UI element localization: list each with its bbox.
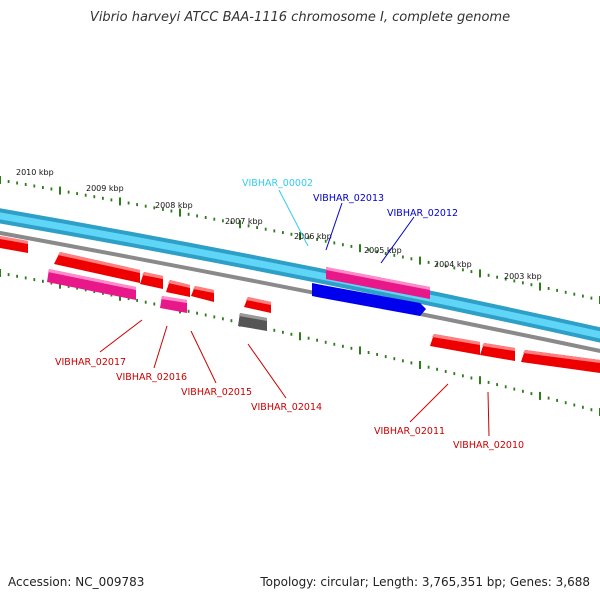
gene-feature-highlight bbox=[239, 313, 267, 321]
label-leader-lines bbox=[99, 189, 490, 437]
gene-feature-highlight bbox=[193, 286, 214, 293]
backbone-inner-band bbox=[0, 212, 600, 339]
leader-line bbox=[487, 391, 490, 437]
leader-line bbox=[153, 325, 168, 369]
kbp-label: 2004 kbp bbox=[434, 260, 472, 269]
gene-label[interactable]: VIBHAR_02010 bbox=[453, 440, 524, 451]
gene-feature-blue-small[interactable] bbox=[312, 283, 322, 298]
leader-line bbox=[99, 319, 143, 353]
gene-label[interactable]: VIBHAR_02015 bbox=[181, 387, 252, 398]
outer-tick-ring bbox=[0, 176, 600, 304]
gene-label[interactable]: VIBHAR_02011 bbox=[374, 426, 445, 437]
accession-text: Accession: NC_009783 bbox=[8, 575, 145, 589]
gene-feature-blue[interactable] bbox=[322, 285, 426, 316]
gene-feature-red[interactable] bbox=[430, 334, 480, 355]
inner-tick-ring bbox=[0, 269, 600, 416]
leader-line bbox=[247, 343, 287, 399]
gene-label[interactable]: VIBHAR_00002 bbox=[242, 178, 313, 189]
leader-line bbox=[190, 330, 217, 384]
backbone-reverse-strand bbox=[0, 230, 600, 353]
kbp-label: 2008 kbp bbox=[155, 201, 193, 210]
leader-line bbox=[325, 202, 343, 251]
gene-feature-highlight bbox=[326, 267, 430, 290]
map-title: Vibrio harveyi ATCC BAA-1116 chromosome … bbox=[89, 10, 511, 25]
gene-feature-highlight bbox=[246, 297, 271, 305]
gene-feature-highlight bbox=[161, 296, 187, 303]
kbp-label: 2009 kbp bbox=[86, 184, 124, 193]
gene-labels: VIBHAR_00002 VIBHAR_02013 VIBHAR_02012 V… bbox=[55, 178, 524, 451]
leader-line bbox=[409, 383, 449, 423]
kbp-label: 2005 kbp bbox=[364, 246, 402, 255]
gene-feature-highlight bbox=[0, 236, 28, 244]
kbp-scale-labels: 2010 kbp 2009 kbp 2008 kbp 2007 kbp 2006… bbox=[16, 168, 542, 281]
gene-feature-highlight bbox=[482, 343, 515, 351]
kbp-label: 2003 kbp bbox=[504, 272, 542, 281]
gene-feature-pink[interactable] bbox=[47, 269, 136, 300]
gene-feature-highlight bbox=[142, 272, 163, 279]
gene-feature-highlight bbox=[48, 269, 136, 290]
genome-summary-text: Topology: circular; Length: 3,765,351 bp… bbox=[260, 575, 590, 589]
gene-label[interactable]: VIBHAR_02014 bbox=[251, 402, 322, 413]
kbp-label: 2010 kbp bbox=[16, 168, 54, 177]
kbp-label: 2007 kbp bbox=[225, 217, 263, 226]
leader-line bbox=[380, 216, 415, 264]
leader-line bbox=[278, 189, 309, 247]
gene-label[interactable]: VIBHAR_02012 bbox=[387, 208, 458, 219]
gene-features bbox=[0, 236, 600, 373]
chromosome-backbone bbox=[0, 208, 600, 353]
gene-feature-highlight bbox=[168, 280, 190, 288]
gene-feature-red[interactable] bbox=[521, 350, 600, 373]
gene-feature-highlight bbox=[58, 252, 140, 273]
kbp-label: 2006 kbp bbox=[294, 232, 332, 241]
gene-label[interactable]: VIBHAR_02013 bbox=[313, 193, 384, 204]
gene-label[interactable]: VIBHAR_02016 bbox=[116, 372, 187, 383]
gene-label[interactable]: VIBHAR_02017 bbox=[55, 357, 126, 368]
gene-feature-red[interactable] bbox=[54, 252, 140, 283]
gene-feature-highlight bbox=[523, 350, 600, 363]
gene-feature-highlight bbox=[432, 334, 480, 345]
